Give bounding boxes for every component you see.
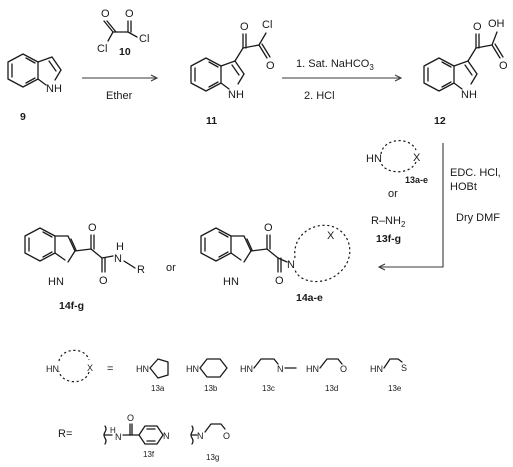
compound-label-9: 9 (20, 111, 26, 123)
atom-n: N (197, 431, 204, 441)
atom-x: X (87, 363, 93, 373)
compound-label-12: 12 (434, 115, 446, 127)
compound-label-14f-g: 14f-g (59, 300, 84, 312)
atom-n: N (277, 364, 284, 374)
legend-13g-morpholine: N O 13g (190, 423, 230, 462)
legend-label-13c: 13c (262, 384, 275, 393)
atom-hn: HN (136, 364, 149, 374)
reaction-arrow-2: 1. Sat. NaHCO3 2. HCl (282, 58, 403, 102)
legend-label-13g: 13g (206, 453, 219, 462)
atom-h: H (116, 241, 124, 253)
compound-label-13f-g: 13f-g (376, 233, 401, 245)
condition-step-1: 1. Sat. NaHCO3 (296, 58, 374, 72)
atom-hn: HN (366, 153, 382, 165)
compound-label-13a-e: 13a-e (405, 175, 428, 185)
compound-label-10: 10 (119, 46, 131, 58)
condition-edc: EDC. HCl, (450, 167, 501, 179)
compound-12-glyoxylic-acid: NH O O OH 12 (423, 18, 508, 127)
reaction-arrow-1: Ether (82, 74, 159, 102)
atom-o: O (473, 21, 482, 33)
legend-13c-methylpiperazine: HN N 13c (240, 358, 297, 393)
legend-equals: = (107, 363, 113, 375)
or-text: or (166, 262, 176, 274)
compound-14a-e: HN O O N X 14a-e (200, 222, 351, 304)
compound-9-indole: NH 9 (7, 53, 62, 123)
atom-n: N (287, 259, 295, 271)
atom-o: O (340, 364, 347, 374)
condition-ether: Ether (106, 90, 133, 102)
legend-13a-pyrrolidine: HN 13a (136, 358, 169, 393)
atom-h: H (110, 426, 116, 435)
atom-s: S (401, 363, 407, 373)
condition-step-2: 2. HCl (304, 90, 335, 102)
atom-o: O (223, 431, 230, 441)
atom-nh: NH (46, 83, 62, 95)
atom-hn: HN (370, 364, 383, 374)
compound-label-14a-e: 14a-e (296, 292, 323, 304)
atom-o: O (127, 413, 134, 423)
atom-cl: Cl (139, 33, 149, 45)
atom-o: O (101, 8, 110, 20)
legend-generic-amine: HN X = (46, 349, 113, 383)
legend-r-equals: R= (58, 428, 72, 440)
atom-nh: NH (228, 89, 244, 101)
atom-o: O (264, 222, 273, 234)
legend-label-13f: 13f (143, 450, 155, 459)
legend-13d-morpholine: HN O 13d (306, 358, 347, 393)
or-text: or (388, 188, 398, 200)
legend-label-13b: 13b (204, 384, 218, 393)
atom-o: O (240, 21, 249, 33)
reagent-13a-e: HN X 13a-e or (366, 140, 428, 200)
atom-o: O (99, 275, 108, 287)
condition-dmf: Dry DMF (456, 212, 500, 224)
atom-cl: Cl (97, 43, 107, 55)
atom-o: O (499, 60, 508, 72)
atom-hn: HN (306, 364, 319, 374)
atom-hn: HN (186, 364, 199, 374)
legend-13f-isonicotinamide: H N O N 13f (103, 413, 170, 459)
compound-10-oxalyl-chloride: O O Cl Cl 10 (97, 8, 149, 58)
condition-hobt: HOBt (450, 181, 477, 193)
atom-n: N (163, 431, 170, 441)
amine-formula: R–NH2 (371, 215, 406, 229)
legend-label-13a: 13a (151, 384, 165, 393)
legend-label-13d: 13d (325, 384, 338, 393)
atom-oh: OH (488, 18, 505, 30)
reaction-arrow-3: EDC. HCl, HOBt Dry DMF (377, 143, 501, 271)
atom-hn: HN (223, 276, 239, 288)
atom-hn: HN (240, 364, 253, 374)
reagent-13f-g: R–NH2 13f-g (371, 215, 406, 245)
atom-o: O (125, 8, 134, 20)
atom-x: X (413, 152, 421, 164)
atom-o: O (88, 222, 97, 234)
compound-11-glyoxylyl-chloride: NH O O Cl 11 (190, 19, 275, 127)
atom-x: X (327, 230, 335, 242)
atom-cl: Cl (262, 19, 272, 31)
atom-nh: NH (461, 89, 477, 101)
legend-label-13e: 13e (388, 384, 402, 393)
atom-r: R (137, 264, 145, 276)
atom-n: N (114, 253, 122, 265)
legend-13e-thiomorpholine: HN S 13e (370, 358, 407, 393)
compound-14f-g: HN O O N H R 14f-g (24, 222, 145, 312)
atom-o: O (266, 60, 275, 72)
legend-13b-piperidine: HN 13b (186, 358, 228, 393)
atom-hn: HN (46, 364, 59, 374)
compound-label-11: 11 (206, 115, 217, 127)
atom-hn: HN (48, 276, 64, 288)
atom-o: O (275, 275, 284, 287)
legend-r-groups: R= (58, 428, 72, 440)
atom-n: N (115, 432, 122, 442)
